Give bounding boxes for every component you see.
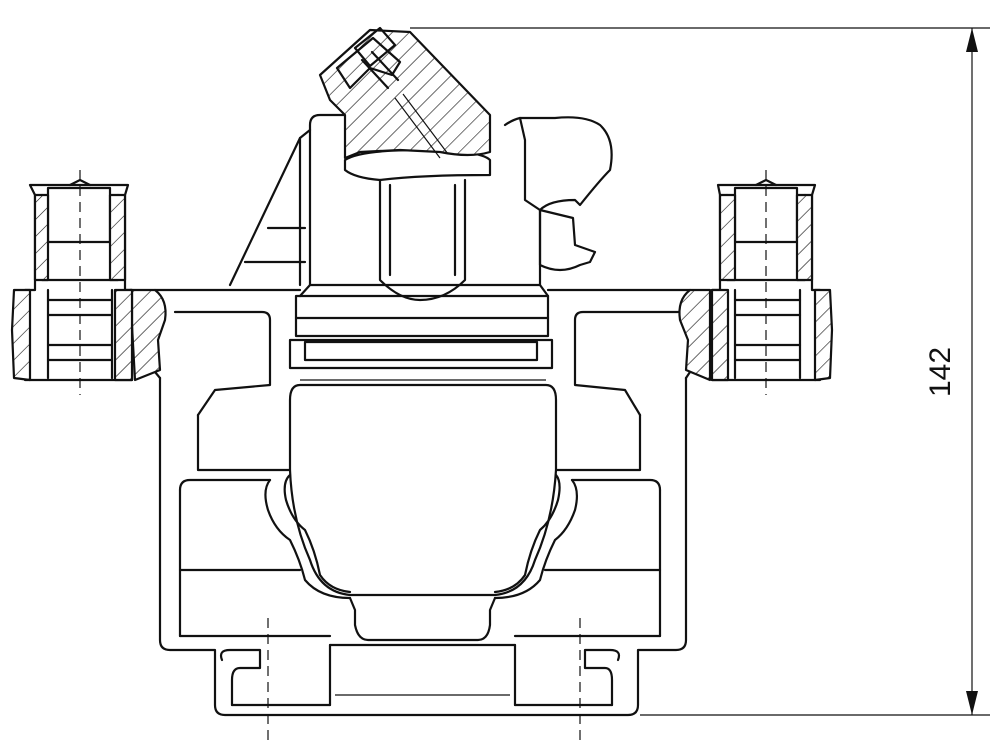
caliper-housing [148,288,699,717]
centerlines [267,618,581,740]
mounting-ears [128,288,712,382]
cylinder-block [228,113,613,302]
guide-pin-right [710,170,834,395]
bleed-screw [318,26,492,160]
guide-pin-left [10,170,134,395]
piston [288,283,558,597]
dimension-label: 142 [924,347,957,397]
dimension-height: 142 [410,27,990,716]
